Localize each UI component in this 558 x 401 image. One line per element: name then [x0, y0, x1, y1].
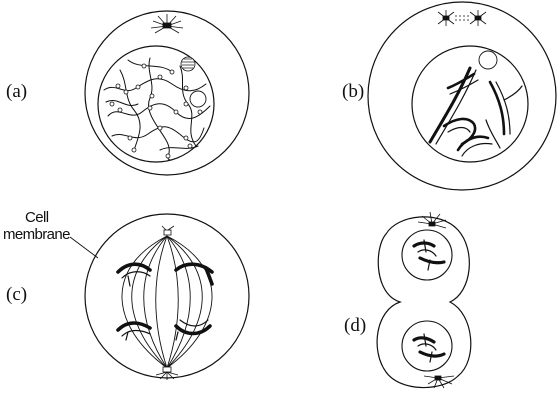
callout-cell-label: Cell: [25, 209, 49, 226]
chromosomes-b: [430, 68, 522, 156]
cell-a-outline: [85, 11, 249, 175]
chromosomes-d-top: [414, 240, 444, 270]
nucleolus-b: [479, 51, 497, 69]
panel-b: (b): [342, 2, 556, 190]
nucleolus-a: [190, 91, 206, 107]
centrosome-pair-b: [438, 10, 486, 26]
panel-label-b: (b): [342, 81, 364, 102]
panel-label-a: (a): [6, 81, 27, 102]
panel-a: (a): [6, 11, 249, 175]
nucleus-d-top: [402, 230, 452, 280]
spindle-fibers-c: [122, 236, 212, 368]
centrosome-top-c: [162, 226, 174, 235]
nucleus-d-bottom: [402, 321, 452, 371]
centrosome-a: [151, 14, 183, 33]
hatched-body-a: [181, 57, 195, 71]
panel-label-c: (c): [6, 284, 27, 305]
panel-d: (d): [344, 212, 471, 388]
callout-membrane-label: membrane: [3, 226, 70, 243]
callout-leader-line: [70, 237, 98, 258]
panel-c: (c) Cell membrane: [3, 209, 249, 380]
panel-label-d: (d): [344, 315, 366, 336]
nucleus-b: [412, 46, 528, 162]
chromosomes-d-bottom: [414, 334, 444, 362]
cell-c-outline: [85, 214, 249, 378]
